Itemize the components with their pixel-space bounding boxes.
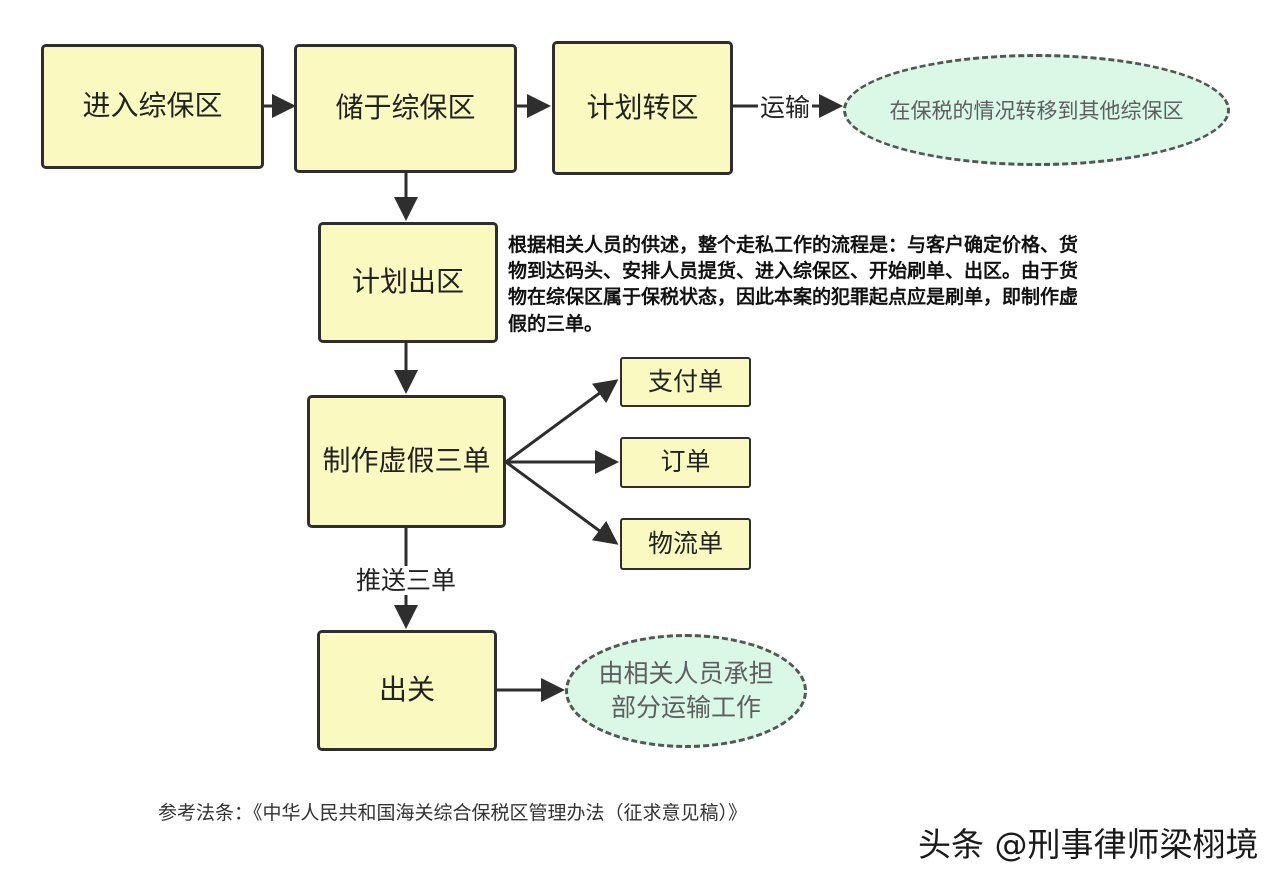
node-order-doc: 订单 <box>620 437 751 488</box>
node-forge-three-docs: 制作虚假三单 <box>307 395 506 528</box>
node-enter-zone: 进入综保区 <box>41 44 264 169</box>
node-transport-role: 由相关人员承担部分运输工作 <box>565 634 807 748</box>
author-watermark: 头条 @刑事律师梁栩境 <box>918 825 1259 864</box>
arrow-forge-to-payment <box>505 379 619 464</box>
node-store-in-zone: 储于综保区 <box>294 44 517 173</box>
arrow-forge-to-logistics <box>505 460 619 545</box>
legal-reference: 参考法条：《中华人民共和国海关综合保税区管理办法（征求意见稿）》 <box>158 802 748 824</box>
edge-label-transport: 运输 <box>758 93 813 122</box>
node-logistics-doc: 物流单 <box>620 518 751 570</box>
node-plan-transfer: 计划转区 <box>552 41 733 175</box>
node-transfer-destination: 在保税的情况转移到其他综保区 <box>843 54 1230 166</box>
process-annotation: 根据相关人员的供述，整个走私工作的流程是：与客户确定价格、货物到达码头、安排人员… <box>508 234 1079 335</box>
edge-label-push-three-docs: 推送三单 <box>354 566 459 595</box>
node-payment-doc: 支付单 <box>620 357 751 407</box>
node-plan-exit: 计划出区 <box>318 222 498 343</box>
node-customs-clearance: 出关 <box>317 630 497 751</box>
